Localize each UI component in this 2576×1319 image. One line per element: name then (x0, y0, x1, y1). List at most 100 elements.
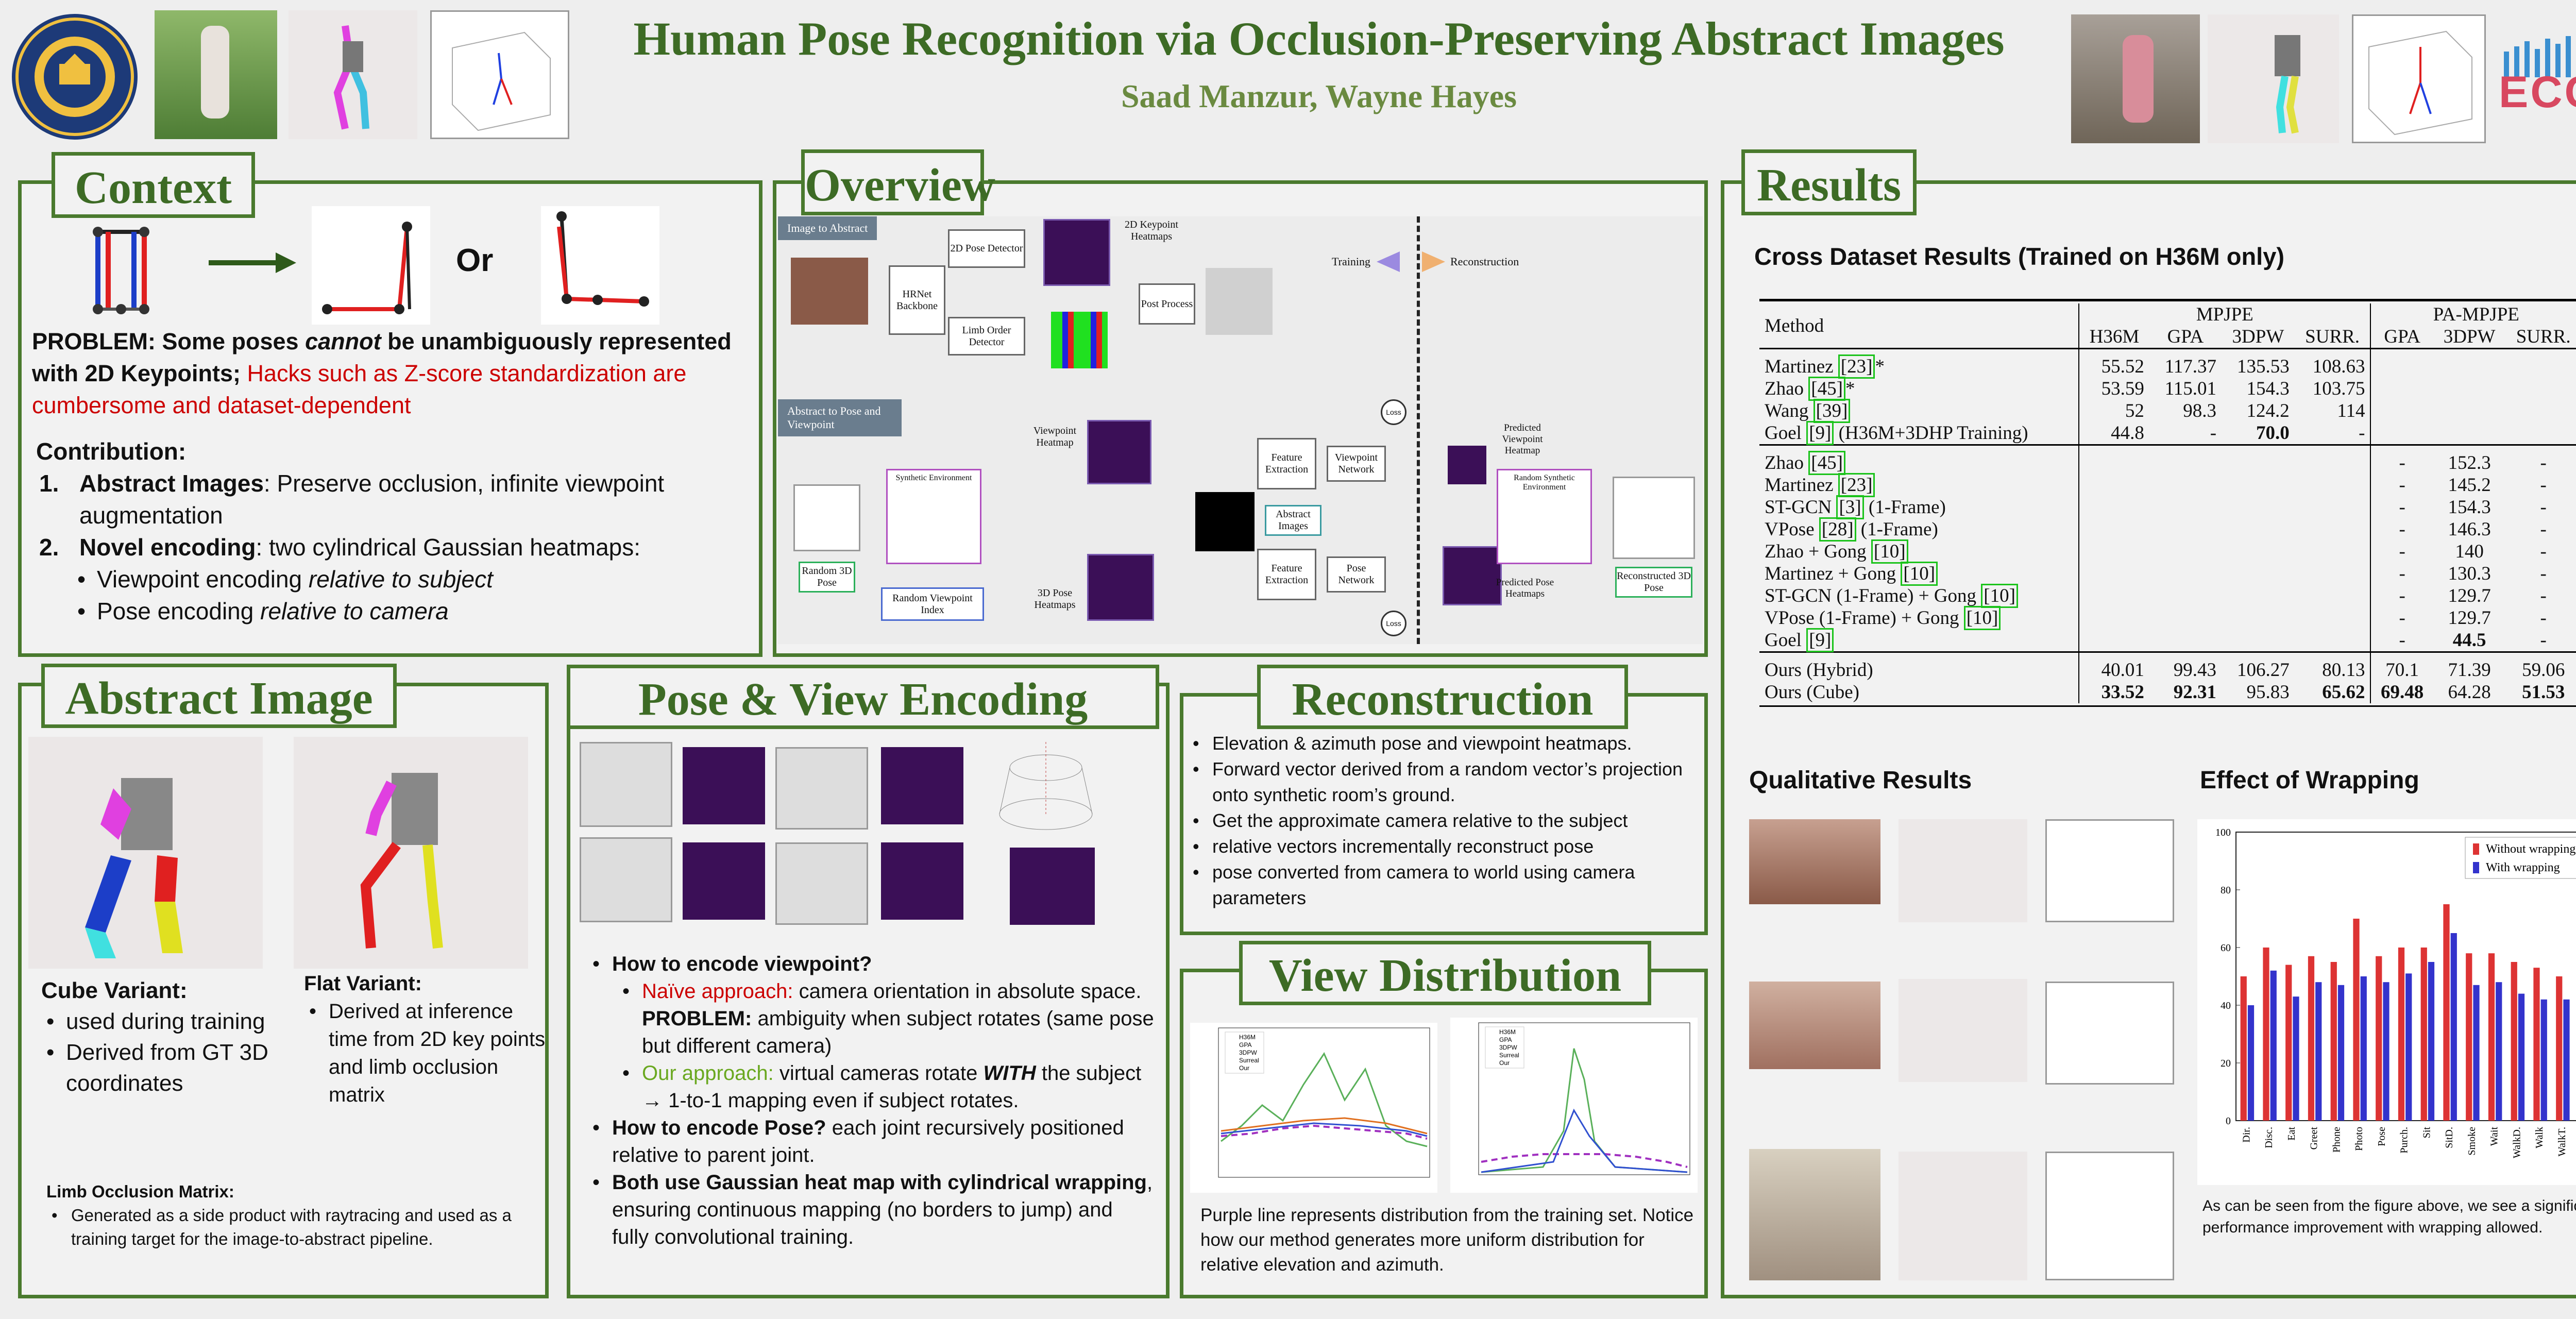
value-cell (2078, 585, 2149, 607)
value-cell: 44.8 (2078, 422, 2149, 445)
citation-ref[interactable]: [39] (1813, 399, 1851, 423)
keypoint-heatmaps-stack (1043, 219, 1110, 286)
value-cell (2149, 585, 2222, 607)
method-name: Goel (1765, 422, 1807, 444)
random-synthetic-box: Random Synthetic Environment (1497, 469, 1592, 564)
method-suffix: (1-Frame) (1856, 519, 1938, 540)
value-cell (2078, 540, 2149, 563)
bar-with-wrapping (2405, 973, 2412, 1121)
abstract-image-title: Abstract Image (41, 664, 397, 728)
bar-without-wrapping (2240, 976, 2247, 1121)
bar-with-wrapping (2450, 933, 2457, 1121)
naive-text: camera orientation in absolute space. (793, 980, 1142, 1003)
value-cell: 154.3 (2246, 378, 2290, 399)
view-distribution-title: View Distribution (1239, 941, 1651, 1005)
value-cell (2505, 378, 2576, 400)
predicted-viewpoint-thumb (1448, 446, 1486, 484)
citation-ref[interactable]: [9] (1806, 421, 1834, 445)
citation-ref[interactable]: [23] (1838, 473, 1875, 497)
x-tick-label: Photo (2353, 1127, 2365, 1151)
naive-text2: ambiguity when subject rotates (same pos… (642, 1007, 1154, 1057)
sub-item-2: Pose encoding relative to camera (72, 595, 747, 627)
citation-ref[interactable]: [28] (1819, 517, 1856, 542)
sub-col: SURR. (2516, 326, 2571, 347)
naive-problem: PROBLEM: (642, 1007, 752, 1030)
random-viewpoint-box: Random Viewpoint Index (881, 587, 984, 621)
value-cell: - (2359, 422, 2365, 444)
citation-ref[interactable]: [23] (1838, 354, 1875, 379)
abstract-images-thumb (1195, 492, 1255, 551)
bar-with-wrapping (2337, 985, 2345, 1121)
value-cell (2295, 607, 2371, 629)
chart-frame (2235, 832, 2576, 1121)
viewpoint-network-box: Viewpoint Network (1327, 446, 1386, 482)
value-cell (2149, 607, 2222, 629)
q3-text: Both use Gaussian heat map with cylindri… (612, 1171, 1147, 1194)
cube-item-1: used during training (41, 1006, 273, 1037)
citation-ref[interactable]: [9] (1806, 628, 1834, 652)
value-cell: - (2370, 540, 2433, 563)
citation-ref[interactable]: [10] (1981, 584, 2018, 608)
eccv-logo: ECCV (2499, 36, 2576, 124)
enc-heatmap-4 (881, 842, 963, 920)
header-photo-right (2071, 14, 2200, 143)
synthetic-env-box: Synthetic Environment (886, 469, 981, 564)
bar-with-wrapping (2518, 993, 2525, 1121)
value-cell: 55.52 (2078, 348, 2149, 378)
flat-item-1: Derived at inference time from 2D key po… (304, 997, 546, 1109)
value-cell (2078, 445, 2149, 474)
value-cell: - (2210, 422, 2217, 444)
bar-without-wrapping (2420, 948, 2427, 1121)
sub-col: 3DPW (2232, 326, 2284, 347)
value-cell: - (2370, 607, 2433, 629)
legend-3dpw-1: 3DPW (1239, 1049, 1257, 1056)
naive-label: Naïve approach: (642, 980, 793, 1003)
method-cell: ST-GCN (1-Frame) + Gong [10] (1759, 584, 2079, 608)
dist-legend-1: H36M GPA 3DPW Surreal Our (1225, 1031, 1264, 1074)
context-skeleton-figure (93, 227, 149, 314)
x-tick-label: Pose (2376, 1127, 2387, 1146)
item2-num: 2. (39, 534, 59, 561)
value-cell (2370, 378, 2433, 400)
value-cell (2370, 400, 2433, 422)
random-synthetic-label: Random Synthetic Environment (1514, 474, 1575, 492)
3d-pose-heatmaps-label: 3D Pose Heatmaps (1034, 587, 1076, 611)
context-arrow (209, 252, 296, 273)
enc-cylinder-heatmap (1010, 848, 1095, 925)
citation-ref[interactable]: [10] (1871, 539, 1908, 564)
3d-pose-heatmaps-stack (1087, 554, 1154, 621)
context-keypoint-figure-2 (541, 206, 659, 325)
citation-ref[interactable]: [10] (1963, 606, 2001, 630)
method-suffix: * (1875, 356, 1885, 377)
predicted-pose-stack (1443, 546, 1502, 605)
contribution-label: Contribution: (36, 438, 187, 465)
citation-ref[interactable]: [10] (1901, 562, 1938, 586)
y-tick-label: 80 (2221, 885, 2231, 896)
problem-em: cannot (305, 328, 381, 354)
y-tick-label: 40 (2221, 1000, 2231, 1011)
limb-detector-box: Limb Order Detector (948, 317, 1025, 356)
qual-abstract-1 (1899, 819, 2027, 922)
recon-item-3: Get the approximate camera relative to t… (1188, 808, 1705, 834)
citation-ref[interactable]: [3] (1836, 495, 1864, 519)
citation-ref[interactable]: [45] (1808, 377, 1845, 401)
method-name: Goel (1765, 630, 1807, 651)
bar-with-wrapping (2383, 982, 2389, 1121)
enc-pose-2 (775, 747, 868, 830)
problem-red: Hacks such as Z-score standardization ar… (32, 360, 687, 418)
training-arrow-icon (1377, 251, 1400, 272)
value-cell (2505, 400, 2576, 422)
method-name: Zhao + Gong (1765, 541, 1871, 562)
citation-ref[interactable]: [45] (1808, 451, 1845, 475)
header-photo-left (155, 10, 277, 139)
random-3d-pose-box: Random 3D Pose (799, 562, 855, 593)
legend-3dpw-2: 3DPW (1499, 1044, 1517, 1051)
x-tick-label: Wait (2489, 1127, 2500, 1146)
value-cell: 114 (2337, 400, 2365, 421)
contribution-item-1: 1.Abstract Images: Preserve occlusion, i… (36, 467, 747, 531)
flat-variant-list: Derived at inference time from 2D key po… (304, 997, 546, 1109)
value-cell: 106.27 (2237, 660, 2290, 681)
value-cell: 70.0 (2256, 422, 2290, 444)
bar-without-wrapping (2285, 965, 2292, 1121)
